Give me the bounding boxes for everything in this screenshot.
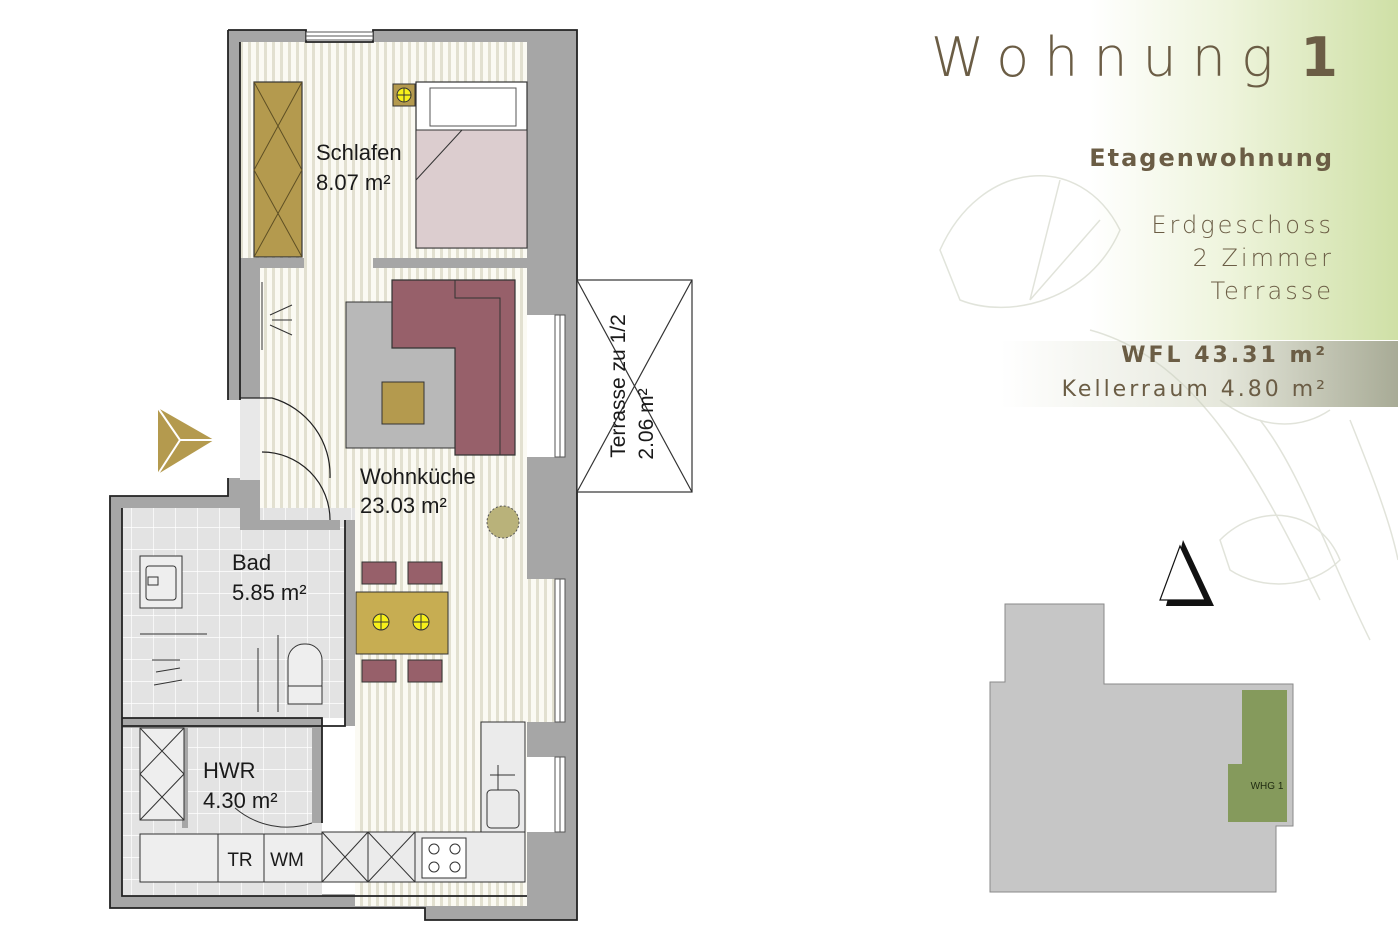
interior-walls [122,258,527,828]
detail-floor: Erdgeschoss [1151,211,1334,239]
room-area-wohnkueche: 23.03 m² [360,493,447,518]
wall-outlines [109,29,578,921]
apartment-type: Etagenwohnung [1089,144,1334,172]
header-gradient [1090,0,1398,340]
fixture-label-wm: WM [270,850,304,871]
bed [415,81,528,249]
room-label-bad: Bad [232,550,271,575]
title-word: Wohnung [930,26,1289,89]
entrance-arrow-icon [157,407,214,475]
windows [305,31,566,833]
ginkgo-watermark [939,175,1398,641]
entrance-door [240,397,331,521]
area-band [1000,341,1398,407]
fixture-label-tr: TR [227,850,252,871]
room-area-terrasse: 2.06 m² [635,388,658,459]
hwr-fixtures [139,727,323,883]
living-area-label: WFL 43.31 m² [1121,343,1328,368]
ceiling-light-icon [392,83,416,107]
site-plan-unit-label: WHG 1 [1251,781,1284,792]
exterior-walls [110,30,577,920]
room-area-hwr: 4.30 m² [203,788,278,813]
room-label-schlafen: Schlafen [316,140,402,165]
site-plan: WHG 1 [989,603,1294,893]
detail-terrace: Terrasse [1210,277,1334,305]
entrance-sill [240,398,260,480]
detail-rooms: 2 Zimmer [1192,244,1334,272]
room-area-schlafen: 8.07 m² [316,170,391,195]
dining-table [355,561,449,683]
terrasse [576,279,693,493]
plant-icon [486,505,520,539]
cellar-area-label: Kellerraum 4.80 m² [1061,377,1328,402]
room-label-terrasse: Terrasse zu 1/2 [607,314,630,458]
kitchen-counter [321,721,526,883]
bathroom-fixtures [139,555,323,712]
wardrobe [253,81,303,258]
room-label-hwr: HWR [203,758,256,783]
title-number: 1 [1300,26,1338,89]
rug-and-sofa [345,279,516,456]
bedroom-door [261,282,293,350]
room-area-bad: 5.85 m² [232,580,307,605]
north-arrow-icon [1159,540,1214,606]
room-label-wohnkueche: Wohnküche [360,464,476,489]
